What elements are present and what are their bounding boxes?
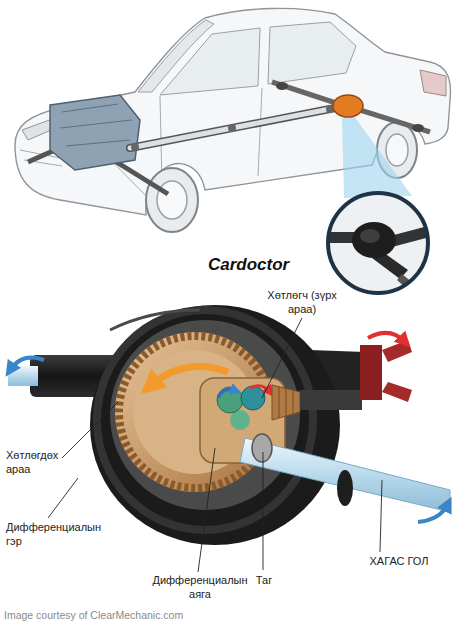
rotation-arrow — [10, 358, 44, 370]
car-window — [160, 28, 260, 95]
rear-axle — [272, 82, 336, 103]
credit-note: Image courtesy of ClearMechanic.com — [4, 609, 324, 623]
leader-line — [48, 478, 78, 518]
inset-housing-highlight — [360, 229, 380, 243]
rotation-arrow — [368, 333, 405, 342]
housing-flange — [97, 310, 313, 530]
u-joint — [228, 124, 236, 132]
leader-line — [62, 402, 118, 458]
axle-boot — [412, 124, 424, 132]
yoke-ear — [382, 382, 412, 402]
rear-axle — [360, 110, 430, 132]
axle-boot — [276, 82, 288, 90]
inset-housing — [352, 222, 396, 258]
yoke-ear — [382, 340, 412, 362]
leader-line — [262, 318, 302, 398]
pinion-gear — [272, 385, 300, 420]
rotation-arrow — [418, 504, 448, 522]
part-label: Таг — [246, 573, 282, 587]
inset-frame — [328, 193, 428, 293]
driveshaft — [130, 108, 335, 148]
leader-line — [263, 452, 264, 570]
part-label: Хөтлөгч (зүрх араа) — [262, 288, 342, 316]
leader-lines — [48, 318, 382, 572]
pinion-teeth — [279, 387, 293, 418]
brand-watermark: Cardoctor — [208, 255, 338, 275]
wheel-rim — [386, 134, 408, 166]
differential-cutaway — [8, 305, 450, 545]
drivetrain — [28, 82, 430, 198]
rotation-arrow — [218, 390, 236, 398]
wheel-rim — [157, 181, 187, 219]
half-shaft — [28, 150, 55, 162]
part-label: Дифференциалын гэр — [6, 520, 106, 548]
leader-line — [198, 448, 215, 572]
cutaway-window — [110, 320, 300, 510]
differential-housing — [90, 305, 340, 545]
differential-highlight — [333, 95, 363, 117]
side-cap — [252, 434, 272, 462]
pinion-shaft — [300, 390, 362, 410]
leader-line — [380, 480, 382, 552]
axle-collar — [337, 470, 353, 506]
part-label: Хөтлөгдөх араа — [6, 448, 76, 476]
spider-gear — [241, 386, 265, 410]
car-body — [15, 8, 450, 215]
inset-view — [326, 193, 430, 293]
car-wheel — [146, 168, 198, 232]
car-window — [268, 22, 356, 84]
pinion-yoke — [360, 345, 382, 400]
spider-gear — [217, 387, 243, 413]
u-joint — [131, 143, 139, 151]
tail-light — [420, 70, 446, 96]
transmission-detail — [60, 104, 132, 146]
driveshaft — [130, 108, 335, 148]
transmission — [50, 95, 140, 170]
part-label: Дифференциалын аяга — [150, 573, 250, 601]
highlight-beam — [342, 116, 412, 198]
part-label: ХАГАС ГОЛ — [344, 554, 454, 568]
